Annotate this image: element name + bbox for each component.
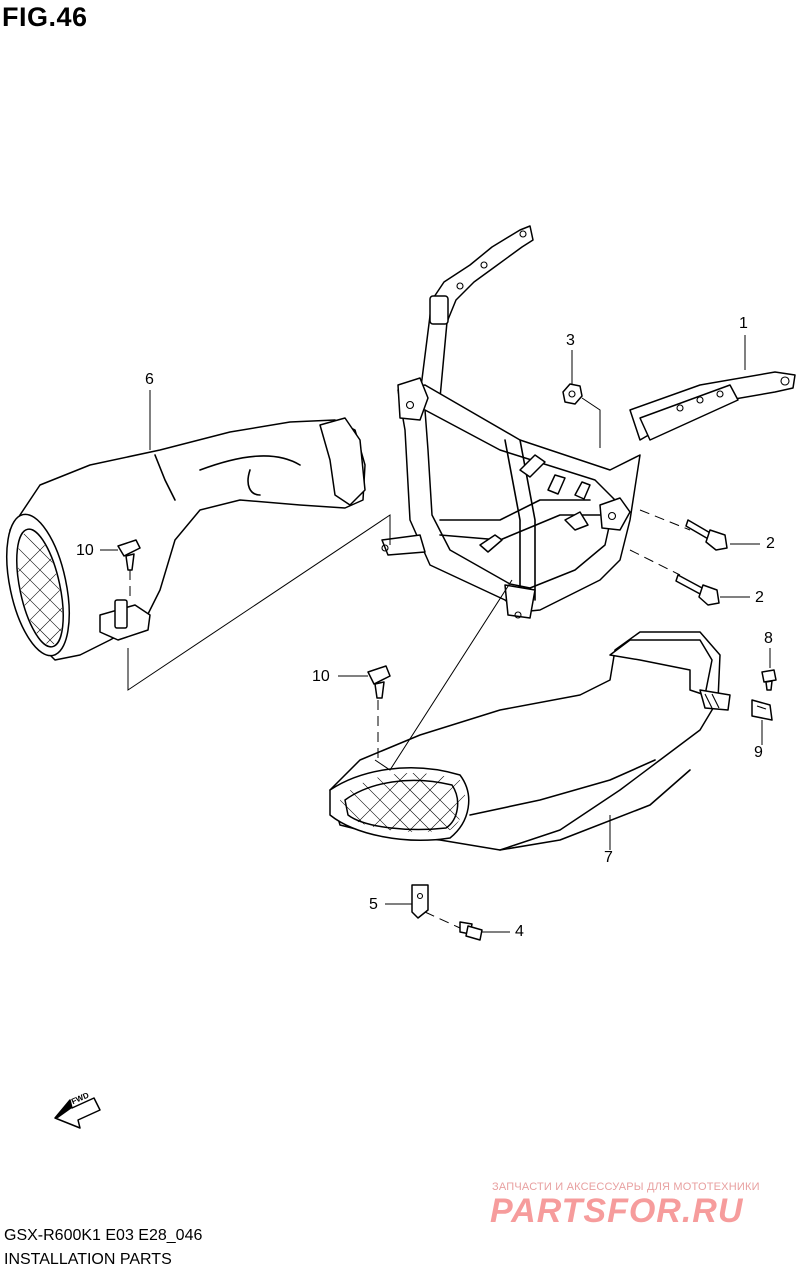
callout-label: 10 [312, 668, 330, 685]
callout-label: 10 [76, 542, 94, 559]
bolt-part-2-lower [675, 574, 720, 606]
callout-label: 1 [739, 315, 748, 332]
callout-label: 3 [566, 332, 575, 349]
callout-label: 9 [754, 744, 763, 761]
callout-label: 2 [766, 535, 775, 552]
leader-lines [100, 335, 771, 933]
screw-part-4 [459, 921, 483, 941]
air-duct-right-part-7 [329, 631, 731, 851]
nut-clip-part-9 [751, 699, 773, 721]
bracket-part-5 [411, 884, 429, 919]
callout-label: 2 [755, 589, 764, 606]
forward-arrow-icon [54, 1097, 101, 1129]
fairing-bracket-part-1 [381, 225, 796, 619]
watermark-logo: PARTSFOR.RU [490, 1192, 744, 1230]
callout-label: 8 [764, 630, 773, 647]
bolt-part-2-upper [685, 519, 728, 551]
clip-part-10-lower [367, 665, 391, 699]
air-duct-left-part-6 [6, 417, 366, 661]
screw-part-8 [761, 669, 777, 691]
callout-label: 4 [515, 923, 524, 940]
figure-title: FIG.46 [2, 2, 88, 32]
section-name: INSTALLATION PARTS [4, 1251, 172, 1268]
assembly-lines [127, 509, 691, 929]
callout-label: 5 [369, 896, 378, 913]
callout-label: 6 [145, 371, 154, 388]
watermark-tagline: ЗАПЧАСТИ И АКСЕССУАРЫ ДЛЯ МОТОТЕХНИКИ [492, 1181, 760, 1193]
nut-part-3 [562, 383, 583, 405]
callout-label: 7 [604, 849, 613, 866]
clip-part-10-upper [117, 539, 141, 571]
model-code: GSX-R600K1 E03 E28_046 [4, 1227, 203, 1244]
